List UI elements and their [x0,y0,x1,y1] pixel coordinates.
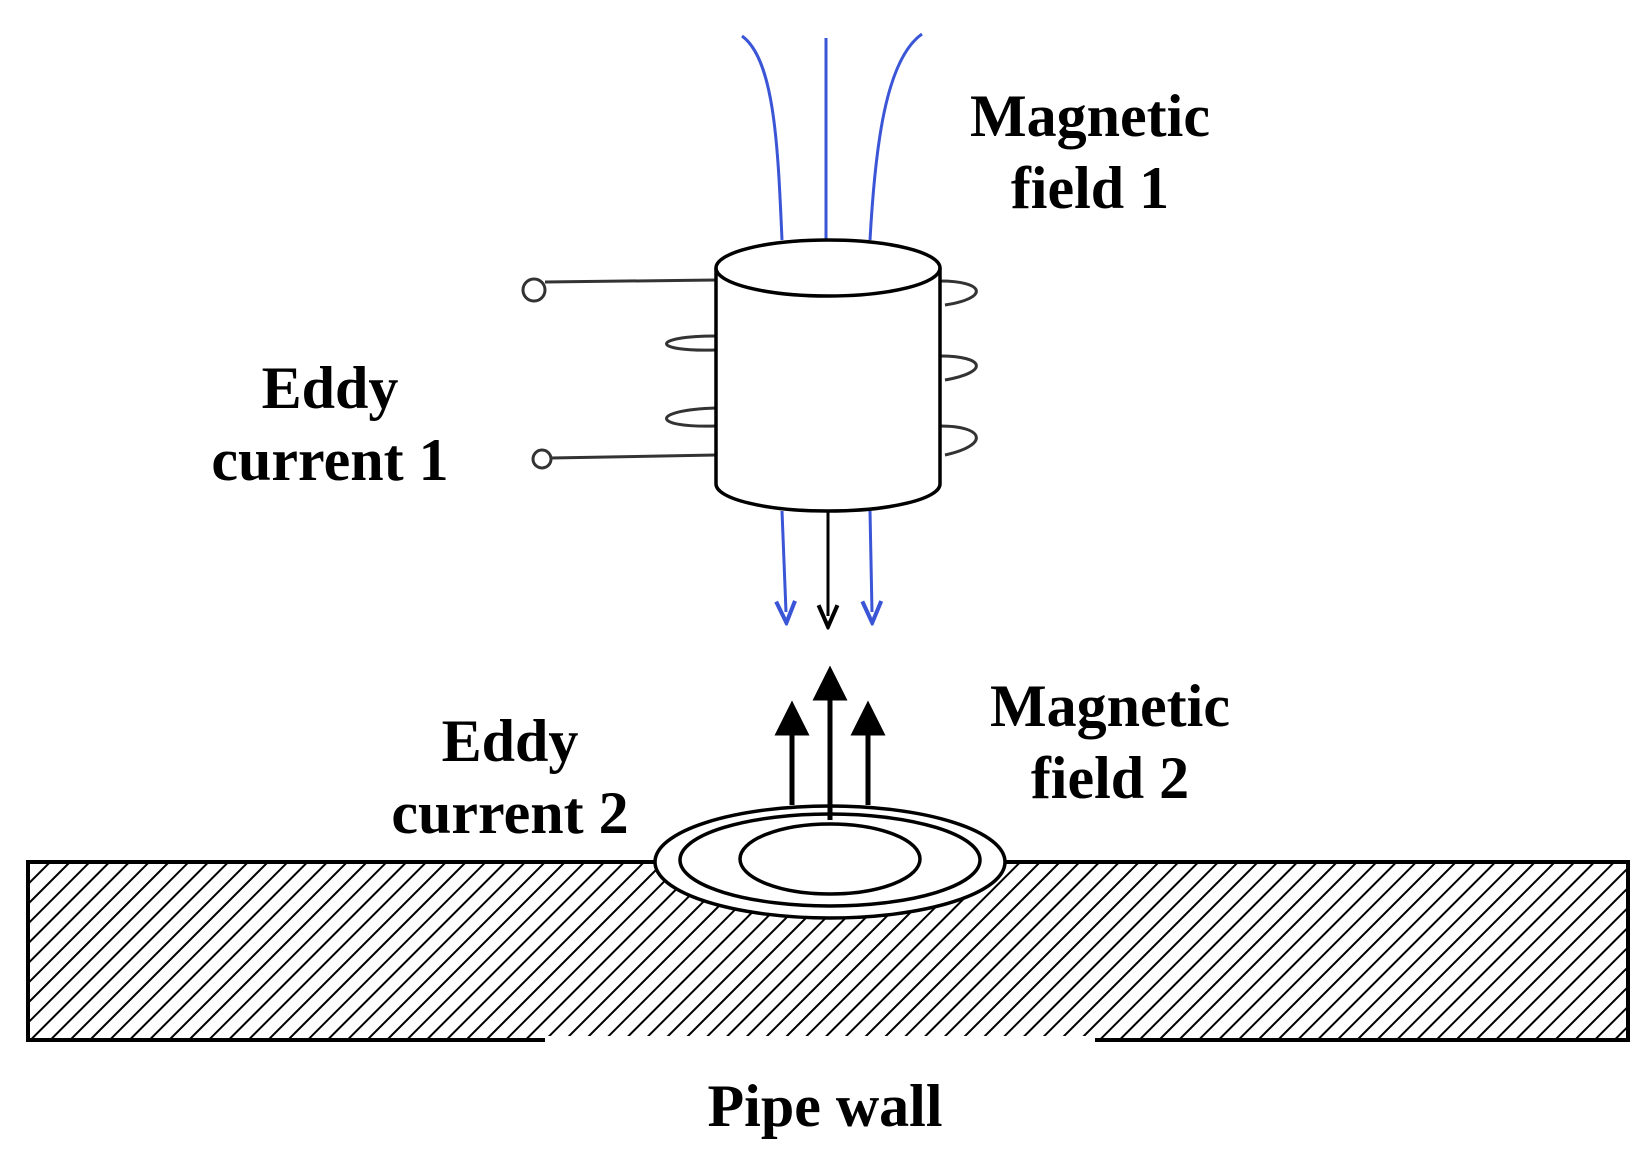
magnetic-field-1-arrows [782,510,872,616]
magnetic-field-2-line2: field 2 [1030,745,1190,811]
pipe-wall-label: Pipe wall [640,1070,1010,1142]
magnetic-field-1-lines-top [741,32,923,241]
eddy-current-2-rings [653,804,1007,920]
magnetic-field-1-line1: Magnetic [970,83,1210,149]
coil-probe-cylinder [714,238,942,513]
pipe-wall-text: Pipe wall [707,1073,943,1139]
magnetic-field-1-label: Magnetic field 1 [935,80,1245,224]
eddy-current-1-line2: current 1 [211,427,449,493]
magnetic-field-2-arrows [774,665,886,820]
field-line-left-top [741,34,784,241]
field-line-right-top [868,32,923,241]
eddy-current-1-label: Eddy current 1 [180,352,480,496]
terminal-top [521,277,547,303]
eddy-current-2-line2: current 2 [391,780,629,846]
eddy-current-2-line1: Eddy [441,708,579,774]
field-arrow-right [870,510,872,612]
eddy-current-2-label: Eddy current 2 [360,705,660,849]
magnetic-field-1-line2: field 1 [1010,155,1170,221]
field-arrow-left [782,510,786,612]
terminal-bottom [531,448,553,470]
coil-windings [665,279,978,457]
eddy-ring-inner [738,822,922,896]
eddy-current-1-line1: Eddy [261,355,399,421]
coil-terminals [521,277,717,470]
magnetic-field-2-line1: Magnetic [990,673,1230,739]
magnetic-field-2-label: Magnetic field 2 [955,670,1265,814]
